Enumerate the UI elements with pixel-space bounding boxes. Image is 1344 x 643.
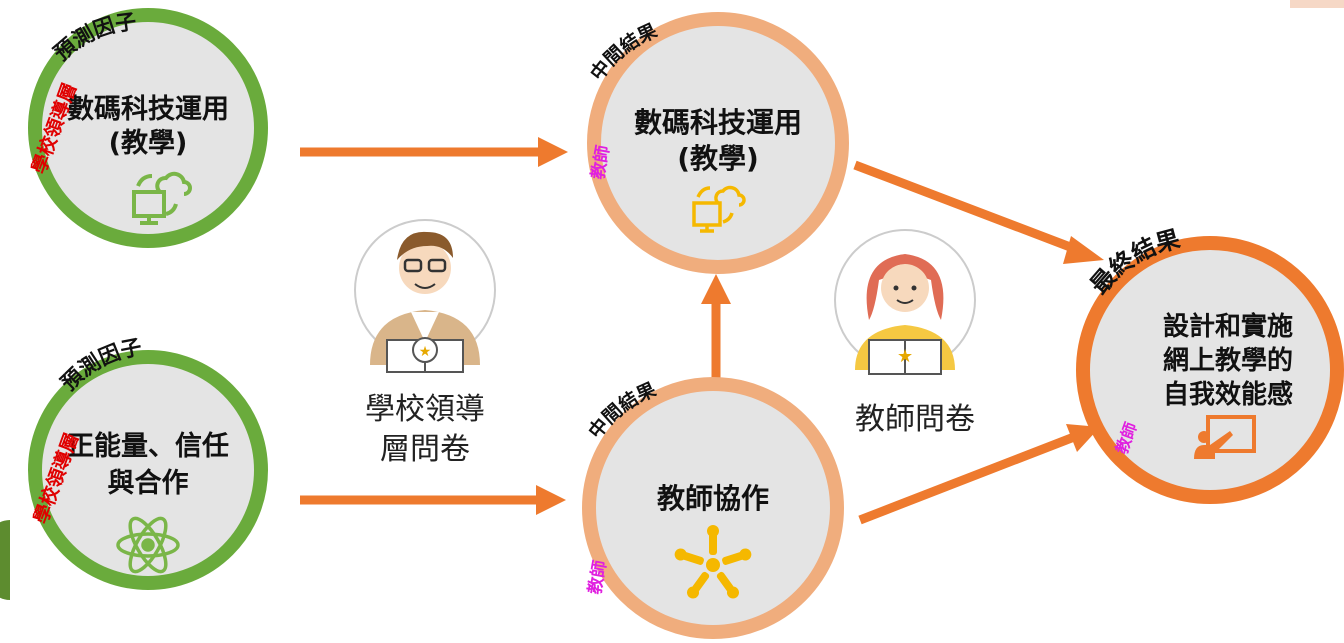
node-ring <box>582 377 844 639</box>
arrow-intermediate-digital-to-final <box>853 160 1104 264</box>
male-reader-avatar-icon: ★ <box>354 219 496 373</box>
node-text-line: 網上教學的 <box>1163 345 1293 376</box>
node-intermediate-digital: 數碼科技運用 (教學) 中間結果 教師 <box>585 12 849 274</box>
teacher-board-icon <box>1194 415 1256 459</box>
hands-together-icon <box>674 525 752 599</box>
label-line: 學校領導 <box>365 392 485 427</box>
edge-sliver <box>1290 0 1344 8</box>
node-ring <box>28 350 268 590</box>
node-text-line: 與合作 <box>108 467 189 499</box>
svg-text:★: ★ <box>419 344 432 360</box>
teacher-questionnaire-label: 教師問卷 <box>840 400 990 440</box>
node-text-line: 自我效能感 <box>1163 379 1293 410</box>
arrow-predictor-positive-to-intermediate-collab <box>300 485 566 515</box>
atom-icon <box>116 516 180 574</box>
node-text-line: (教學) <box>109 128 188 159</box>
node-ring <box>587 12 849 274</box>
arrow-predictor-digital-to-intermediate-digital <box>300 137 568 167</box>
node-predictor-digital: 數碼科技運用 (教學) 預測因子 學校領導層 <box>27 8 268 248</box>
node-intermediate-collab: 教師協作 中間結果 教師 <box>582 377 844 639</box>
female-reader-avatar-icon: ★ <box>834 229 976 375</box>
computer-cloud-sync-icon <box>132 171 192 225</box>
arrow-intermediate-collab-to-intermediate-digital <box>701 274 731 385</box>
leadership-questionnaire-label: 學校領導 層問卷 <box>345 390 505 470</box>
svg-text:★: ★ <box>897 346 913 367</box>
computer-cloud-sync-icon <box>692 185 746 233</box>
label-line: 教師問卷 <box>855 402 975 437</box>
node-text-line: 設計和實施 <box>1163 311 1293 342</box>
node-final: 設計和實施 網上教學的 自我效能感 最終結果 教師 <box>1076 225 1344 504</box>
node-ring <box>1076 236 1344 504</box>
node-text-line: 教師協作 <box>657 482 769 515</box>
node-text-line: 數碼科技運用 <box>67 94 229 125</box>
node-text-line: 數碼科技運用 <box>634 106 802 139</box>
node-text-line: 正能量、信任 <box>67 430 229 462</box>
node-predictor-positive: 正能量、信任 與合作 預測因子 學校領導層 <box>28 335 268 590</box>
edge-partial-circle <box>0 520 10 600</box>
node-text-line: (教學) <box>677 142 759 175</box>
node-ring <box>28 8 268 248</box>
label-line: 層問卷 <box>380 432 470 467</box>
side-tag: 教師 <box>584 559 611 597</box>
